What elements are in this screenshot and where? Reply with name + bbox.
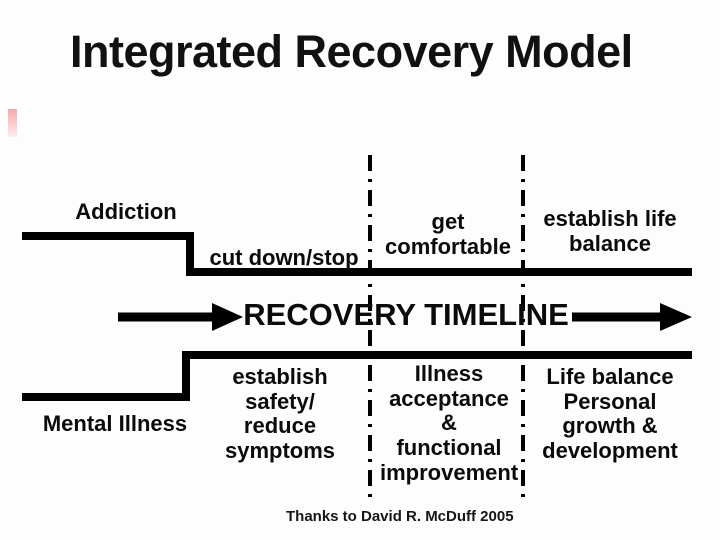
page-title: Integrated Recovery Model xyxy=(70,26,633,77)
label-establish-safety: establish safety/ reduce symptoms xyxy=(224,364,336,463)
timeline-arrow-right xyxy=(572,303,692,331)
timeline-arrow-left xyxy=(118,303,243,331)
mental-illness-step-line xyxy=(22,351,692,401)
label-establish-life-balance: establish life balance xyxy=(543,206,677,256)
recovery-timeline-label: RECOVERY TIMELINE xyxy=(243,297,569,332)
scan-artifact xyxy=(8,109,17,137)
label-illness-acceptance: Illness acceptance & functional improvem… xyxy=(380,361,519,485)
addiction-step-line xyxy=(22,232,692,276)
label-mental-illness: Mental Illness xyxy=(42,411,188,436)
label-addiction: Addiction xyxy=(75,199,177,224)
label-cut-down-stop: cut down/stop xyxy=(209,245,359,270)
credit-line: Thanks to David R. McDuff 2005 xyxy=(286,508,514,525)
label-life-balance-growth: Life balance Personal growth & developme… xyxy=(542,364,678,463)
label-get-comfortable: get comfortable xyxy=(385,209,511,259)
